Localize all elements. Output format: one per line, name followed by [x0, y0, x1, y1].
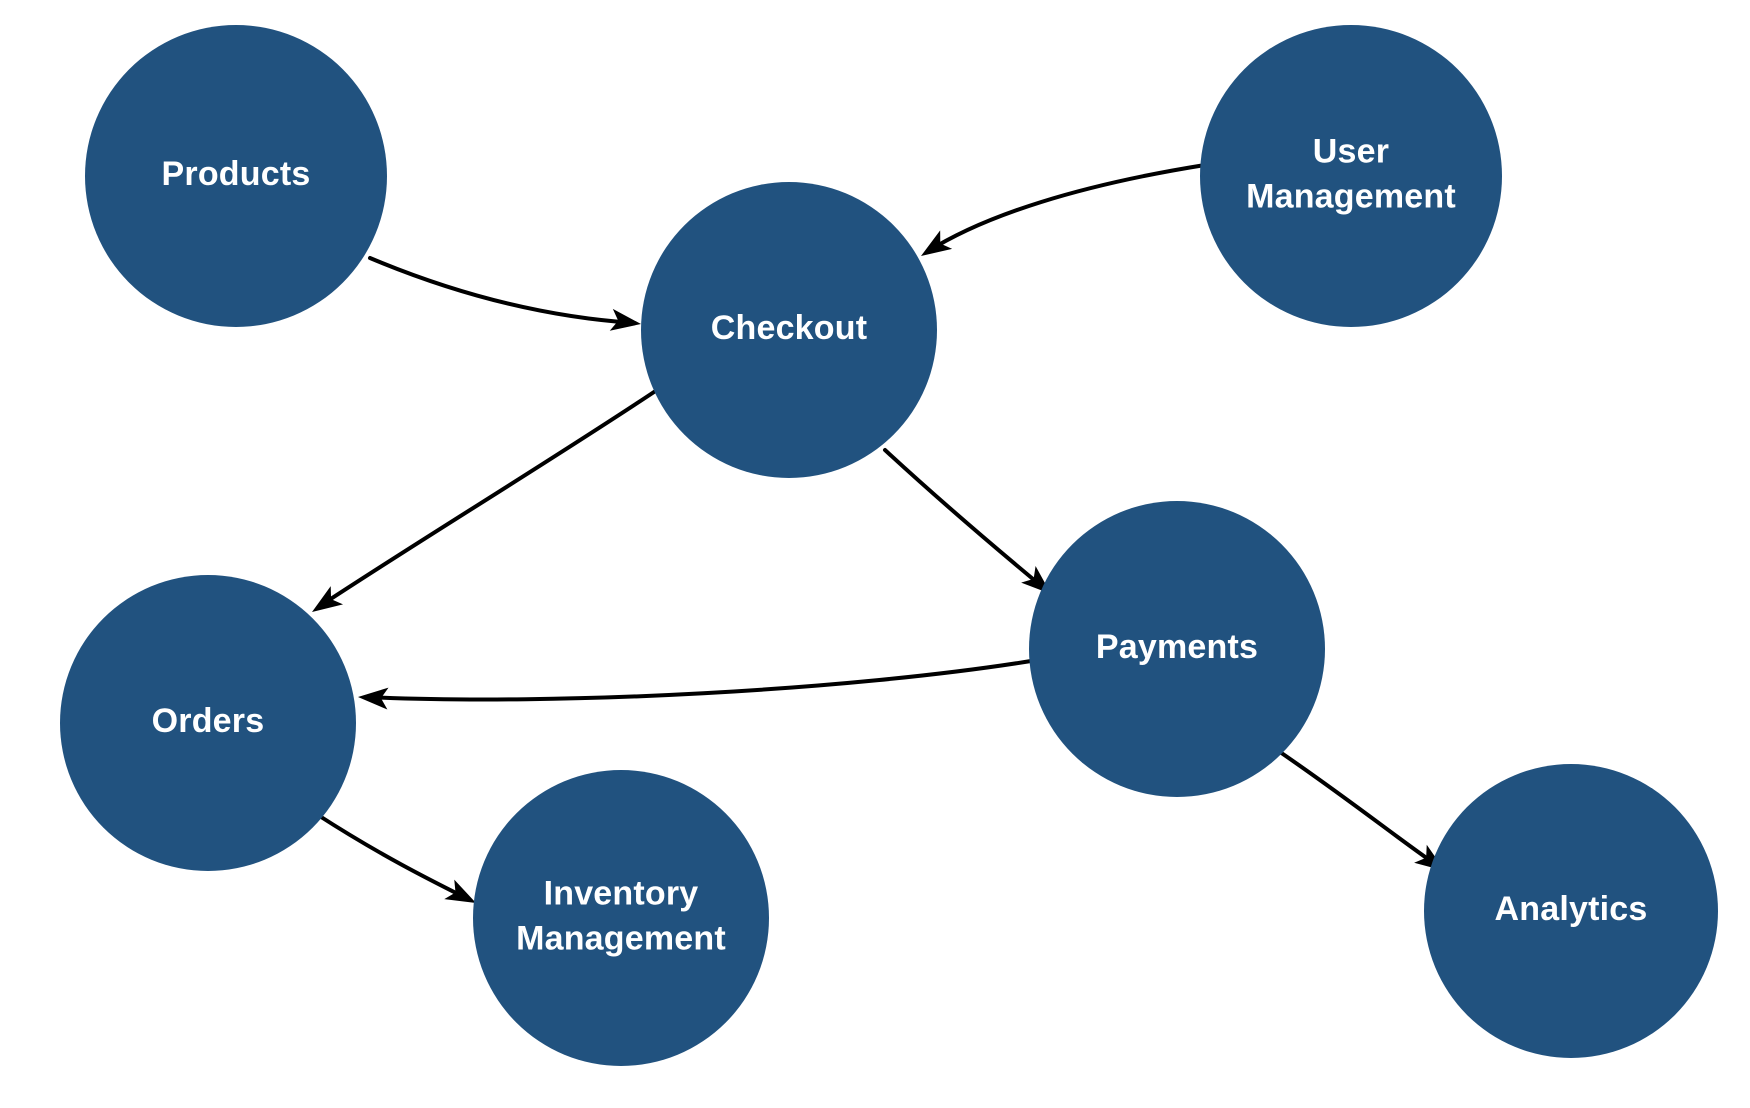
- edge-line: [316, 813, 470, 901]
- node-payments[interactable]: Payments: [1029, 501, 1325, 797]
- arrowhead-icon: [312, 586, 344, 612]
- edge-checkout-orders[interactable]: [306, 386, 662, 621]
- arrowhead-icon: [358, 687, 389, 710]
- edge-line: [925, 163, 1207, 254]
- edge-line: [883, 448, 1047, 591]
- node-shape: [641, 182, 937, 478]
- edge-orders-inventory[interactable]: [316, 813, 481, 913]
- node-shape: [1424, 764, 1718, 1058]
- node-shape: [85, 25, 387, 327]
- edge-line: [1278, 750, 1440, 868]
- node-shape: [473, 770, 769, 1066]
- edge-products-checkout[interactable]: [368, 256, 643, 335]
- node-orders[interactable]: Orders: [60, 575, 356, 871]
- edge-usermgmt-checkout[interactable]: [915, 163, 1207, 265]
- edges-layer: [306, 163, 1451, 913]
- node-shape: [1029, 501, 1325, 797]
- node-label: Checkout: [711, 309, 868, 347]
- node-checkout[interactable]: Checkout: [641, 182, 937, 478]
- edge-line: [318, 386, 662, 608]
- arrowhead-icon: [609, 308, 641, 331]
- node-label: Analytics: [1495, 890, 1648, 928]
- edge-line: [368, 256, 636, 325]
- arrowhead-icon: [444, 879, 476, 903]
- edge-line: [364, 659, 1033, 702]
- node-label: Payments: [1096, 628, 1258, 666]
- node-shape: [1200, 25, 1502, 327]
- arrowhead-icon: [921, 230, 953, 256]
- edge-checkout-payments[interactable]: [883, 448, 1058, 602]
- node-label: Orders: [152, 702, 265, 740]
- edge-payments-orders[interactable]: [357, 659, 1033, 710]
- edge-payments-analytics[interactable]: [1278, 750, 1451, 880]
- node-shape: [60, 575, 356, 871]
- node-analytics[interactable]: Analytics: [1424, 764, 1718, 1058]
- node-label: Products: [162, 155, 311, 193]
- node-products[interactable]: Products: [85, 25, 387, 327]
